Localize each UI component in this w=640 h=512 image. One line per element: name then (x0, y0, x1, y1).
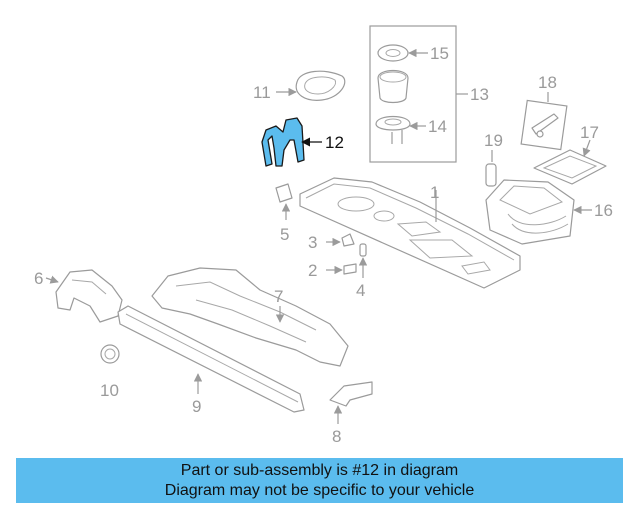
callout-11: 11 (253, 83, 271, 102)
callout-7: 7 (274, 287, 283, 306)
callout-19: 19 (484, 131, 503, 150)
part-3-clip (326, 233, 355, 247)
part-13-cup-holder-group (369, 25, 468, 163)
part-17-mat (533, 139, 607, 185)
parts-diagram: 1 2 3 4 5 6 7 8 9 10 11 12 13 14 15 16 1… (34, 25, 613, 446)
callout-6: 6 (34, 269, 43, 288)
part-11-trim-ring (276, 70, 346, 101)
callout-9: 9 (192, 397, 201, 416)
callout-10: 10 (100, 381, 119, 400)
part-16-storage-bin (485, 179, 592, 245)
part-12-bracket (261, 117, 322, 167)
part-5-bracket (275, 183, 293, 220)
callout-13: 13 (470, 85, 489, 104)
callout-15: 15 (430, 44, 449, 63)
callout-14: 14 (428, 117, 447, 136)
part-6-bracket (45, 269, 123, 323)
info-banner: Part or sub-assembly is #12 in diagram D… (16, 458, 623, 503)
callout-17: 17 (580, 123, 599, 142)
callout-4: 4 (356, 281, 365, 300)
part-8-bracket (329, 381, 373, 424)
callout-16: 16 (594, 201, 613, 220)
callout-18: 18 (538, 73, 557, 92)
part-18-clip (520, 92, 568, 151)
callout-1: 1 (430, 183, 439, 202)
banner-line-1: Part or sub-assembly is #12 in diagram (180, 462, 459, 479)
part-7-console-frame (151, 267, 349, 367)
part-19-insert (485, 150, 497, 187)
part-4-pin (358, 243, 368, 278)
callout-12: 12 (325, 133, 344, 152)
part-10-plug (100, 344, 120, 364)
callout-3: 3 (308, 233, 317, 252)
callout-8: 8 (332, 427, 341, 446)
callout-2: 2 (308, 261, 317, 280)
part-1-console-top (299, 177, 521, 289)
part-2-clip (326, 263, 357, 275)
callout-5: 5 (280, 225, 289, 244)
banner-line-2: Diagram may not be specific to your vehi… (164, 482, 475, 499)
part-9-side-panel (117, 305, 305, 413)
